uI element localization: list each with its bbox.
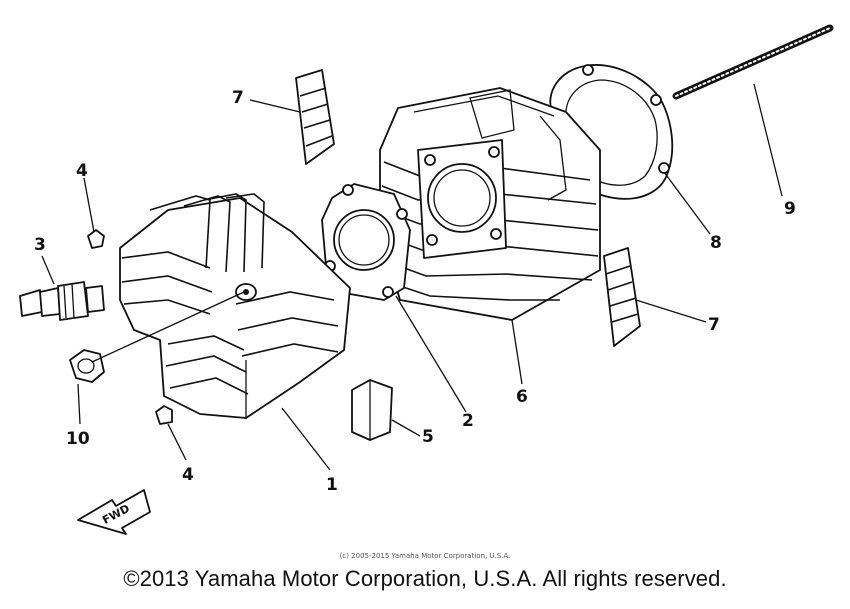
copyright-notice: ©2013 Yamaha Motor Corporation, U.S.A. A… (123, 566, 727, 591)
gasket-part-2 (321, 183, 411, 301)
stud-bolt-part-9 (672, 24, 834, 100)
damper-upper-part-7 (295, 69, 335, 165)
callout-8: 8 (710, 233, 722, 253)
callout-7-upper: 7 (232, 88, 244, 108)
callout-1: 1 (326, 475, 338, 495)
callout-5: 5 (422, 427, 434, 447)
callout-10: 10 (66, 429, 90, 449)
damper-lower-part-7 (603, 247, 641, 347)
callout-3: 3 (34, 235, 46, 255)
callout-9: 9 (784, 199, 796, 219)
plug-lower-part-4 (155, 405, 173, 425)
callout-7-lower: 7 (708, 315, 720, 335)
callout-4-lower: 4 (182, 465, 194, 485)
spark-plug-part-3 (19, 281, 105, 321)
forward-arrow-icon: FWD (77, 489, 151, 535)
small-copyright: (c) 2005-2015 Yamaha Motor Corporation, … (340, 552, 511, 560)
callout-2: 2 (462, 411, 474, 431)
cylinder-part-6 (379, 87, 601, 321)
block-part-5 (351, 379, 393, 441)
callout-6: 6 (516, 387, 528, 407)
leader-lines (41, 83, 783, 471)
nut-part-10 (69, 349, 105, 383)
cylinder-head-part-1 (119, 193, 351, 419)
plug-upper-part-4 (87, 229, 105, 249)
callout-4-upper: 4 (76, 161, 88, 181)
